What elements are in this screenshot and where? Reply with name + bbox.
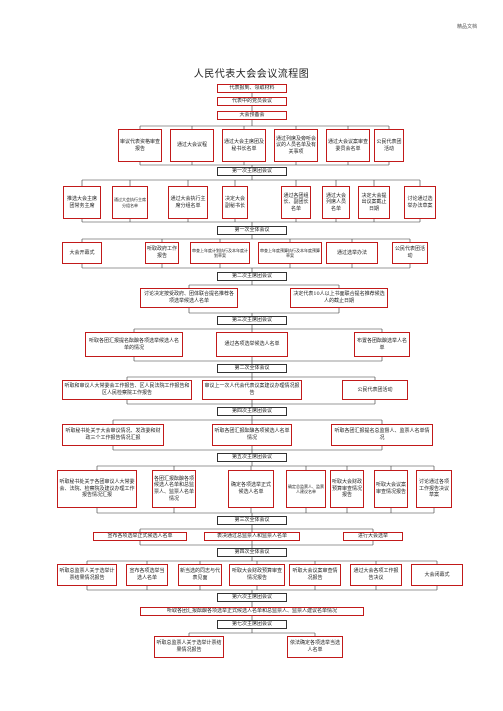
presidium4-item: 听取秘书处关于大会审议情况、发改委和财政三个工作报告情况汇报 bbox=[62, 424, 164, 446]
presidium5-item: 听取大会议案审查情况报告 bbox=[374, 470, 408, 508]
presidium3-item: 布置各团酝酿选举人名单 bbox=[354, 332, 410, 357]
presidium2-item: 讨论决定按受政府、团体联合提名推荐各项选举候选人名单 bbox=[140, 288, 238, 308]
plenary4-item: 听取大会议案审查情况报告 bbox=[289, 564, 341, 586]
stage-presidium-5: 第五次主席团会议 bbox=[217, 453, 287, 462]
prep-item: 审议代表资格审查报告 bbox=[118, 129, 162, 162]
presidium5-item: 确定各项选举正式候选人名单 bbox=[228, 470, 274, 508]
presidium4-item: 听取各团汇报提名总监督人、监票人名单情况 bbox=[331, 424, 433, 446]
stage-presidium-2: 第二次主席团会议 bbox=[217, 272, 287, 281]
presidium5-item: 听取大会财政预算审查情况报告 bbox=[330, 470, 364, 508]
stage-plenary-3: 第三次全体会议 bbox=[217, 516, 287, 525]
presidium1-item: 通过大会执行主席分组名单 bbox=[112, 186, 148, 219]
plenary1-item: 审查上年度预算执行及本年度预算草案 bbox=[258, 242, 322, 264]
presidium1-item: 讨论通过选举办法草案 bbox=[404, 186, 436, 219]
presidium5-item: 听取秘书处关于各团审议人大常委会、法院、检察院及建议办理工作报告情况汇报 bbox=[57, 470, 137, 508]
plenary4-item: 大会闭幕式 bbox=[411, 564, 463, 586]
stage-plenary-2: 第二次全体会议 bbox=[217, 364, 287, 373]
presidium3-item: 听取各团汇报提名酝酿各项选举候选人名单的情况 bbox=[85, 332, 183, 357]
plenary2-item: 听取和审议人大常委会工作报告、区人民法院工作报告和区人民检察院工作报告 bbox=[62, 380, 192, 400]
presidium1-item: 决定大会提出议案截止日期 bbox=[358, 186, 390, 219]
presidium1-item: 通过各团组长、副团长名单 bbox=[281, 186, 311, 219]
stage-plenary-4: 第四次全体会议 bbox=[217, 548, 287, 557]
plenary2-item: 公民代表团活动 bbox=[342, 380, 408, 400]
stage-presidium-4: 第四次主席团会议 bbox=[217, 407, 287, 416]
stage-presidium-3: 第三次主席团会议 bbox=[217, 316, 287, 325]
presidium3-item: 通过各项选举候选人名单 bbox=[216, 332, 288, 357]
plenary2-item: 审议上一次人代会代表议案建议办理情况报告 bbox=[202, 380, 302, 400]
prep-item: 通过大会议案审查委员会名单 bbox=[326, 129, 370, 162]
prep-item: 通过大会议程 bbox=[170, 129, 214, 162]
stage-presidium-7: 第七次主席团会议 bbox=[217, 620, 287, 629]
plenary3-item: 宣布各项选举正式候选人名单 bbox=[93, 532, 187, 541]
node-preparatory-meeting: 大会预备会 bbox=[217, 111, 287, 120]
plenary3-item: 进行大会选举 bbox=[343, 532, 403, 541]
presidium5-item: 讨论通过各项工作报告决议草案 bbox=[416, 470, 452, 508]
plenary1-item: 公民代表团活动 bbox=[392, 242, 428, 264]
node-party-member-meeting: 代表中的党员会议 bbox=[217, 97, 287, 106]
corner-label: 精品文档 bbox=[456, 24, 477, 30]
node-registration: 代表报到、领取材料 bbox=[217, 84, 287, 93]
presidium5-item: 确定总监票人、监票人建议名单 bbox=[286, 470, 326, 508]
presidium4-item: 听取各团汇报酝酿各项候选人名单情况 bbox=[212, 424, 292, 446]
prep-item: 公民代表团活动 bbox=[374, 129, 404, 162]
presidium7-item: 依法确定各项选举当选人名单 bbox=[287, 636, 343, 658]
presidium1-item: 决定大会副秘书长 bbox=[222, 186, 248, 219]
page-title: 人民代表大会会议流程图 bbox=[193, 69, 310, 80]
stage-plenary-1: 第一次全体会议 bbox=[217, 226, 287, 235]
presidium1-item: 通过大会执行主席分组名单 bbox=[168, 186, 208, 219]
presidium2-item: 决定代表10人以上书面联合提名推荐候选人的截止日期 bbox=[290, 288, 388, 308]
stage-presidium-6: 第六次主席团会议 bbox=[217, 593, 287, 602]
prep-item: 通过大会主席团及秘书长名单 bbox=[222, 129, 266, 162]
plenary4-item: 新当选的同志与代表见面 bbox=[178, 564, 222, 586]
presidium5-item: 各团汇报酝酿各项候选人名单和总监票人、监票人名单情况 bbox=[152, 470, 196, 508]
prep-item: 通过列席及旁听会议的人员名单及有关事项 bbox=[274, 129, 318, 162]
presidium6-item: 听取各团汇报酝酿各项选举正式候选人名单和总监票人、监票人建议名单情况 bbox=[140, 607, 364, 616]
presidium1-item: 通过大会列席人员名单 bbox=[322, 186, 350, 219]
plenary4-item: 宣布各项选举当选人名单 bbox=[126, 564, 168, 586]
plenary1-item: 审查上年度计划执行及本年度计划草案 bbox=[190, 242, 250, 264]
plenary4-item: 通过大会各项工作报告决议 bbox=[350, 564, 402, 586]
plenary1-item: 通过选举办法 bbox=[326, 242, 378, 264]
plenary4-item: 听取总监票人关于选举计票结果情况报告 bbox=[57, 564, 117, 586]
presidium7-item: 听取总监票人关于选举计票结果情况报告 bbox=[154, 636, 224, 658]
plenary1-item: 大会开幕式 bbox=[62, 242, 102, 264]
plenary1-item: 听取政府工作报告 bbox=[145, 242, 179, 264]
stage-presidium-1: 第一次主席团会议 bbox=[217, 167, 287, 176]
presidium1-item: 推选大会主席团常务主席 bbox=[63, 186, 101, 219]
plenary4-item: 听取大会财政预算审查情况报告 bbox=[229, 564, 285, 586]
plenary3-item: 表决通过总监票人和监票人名单 bbox=[204, 532, 300, 541]
